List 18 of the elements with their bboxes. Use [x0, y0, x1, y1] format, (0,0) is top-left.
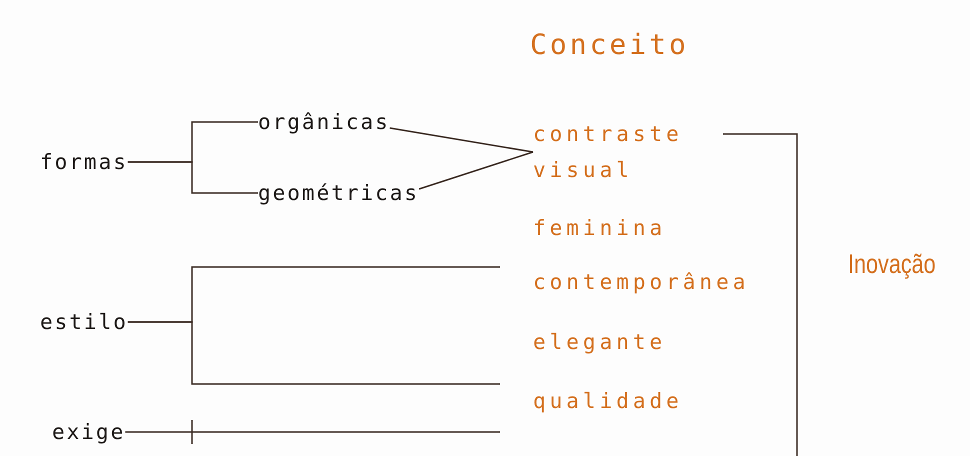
attribute-label: elegante	[533, 329, 666, 356]
bracket-line	[390, 127, 534, 153]
bracket-line	[723, 133, 798, 456]
title: Conceito	[530, 28, 689, 61]
term-label: geométricas	[258, 179, 420, 207]
attribute-label: contemporânea	[533, 269, 750, 296]
term-label: exige	[52, 418, 126, 446]
bracket-line	[128, 321, 500, 385]
term-label: estilo	[40, 308, 128, 336]
term-label: contraste visual	[533, 116, 723, 188]
term-label: formas	[40, 148, 128, 176]
category-label: Inovação	[848, 250, 936, 278]
bracket-line	[128, 161, 258, 194]
bracket-line	[124, 419, 501, 445]
attribute-label: qualidade	[533, 388, 683, 415]
attribute-label: feminina	[533, 215, 666, 242]
term-label: orgânicas	[258, 108, 390, 136]
bracket-line	[418, 151, 534, 190]
